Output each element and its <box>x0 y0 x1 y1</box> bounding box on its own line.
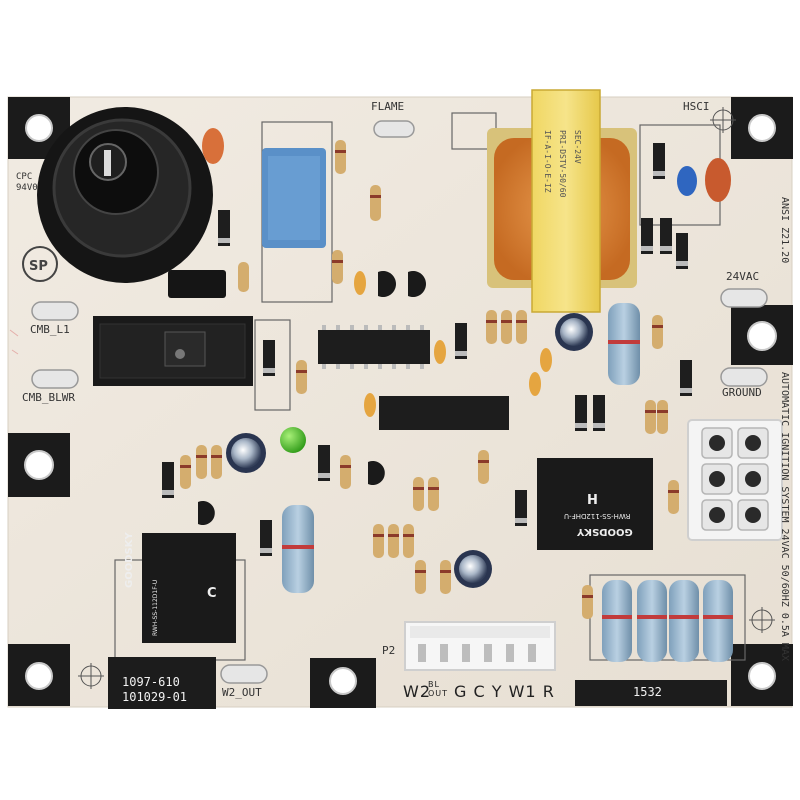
relay-cmb <box>93 316 253 386</box>
label-ground: GROUND <box>722 386 762 399</box>
label-24vac: 24VAC <box>726 270 760 283</box>
label-w2-out: W2_OUT <box>222 686 262 699</box>
label-ansi: ANSI Z21.20 <box>779 197 790 264</box>
svg-text:SP: SP <box>29 259 48 274</box>
label-cpc: CPC 94V0 <box>16 172 38 193</box>
relay-h-model: RWH-SS-112DHF-U <box>564 512 631 520</box>
relay-h <box>537 458 653 550</box>
label-cmb-blwr: CMB_BLWR <box>22 391 75 404</box>
relay-c <box>142 533 236 643</box>
relay-h-letter: H <box>587 493 598 508</box>
connector-letter-bl-out: BL OUT <box>428 680 449 698</box>
part-number-label: 1097-610 101029-01 <box>108 657 216 709</box>
label-p2: P2 <box>382 644 396 657</box>
connector-letter-w2: W2 <box>403 682 431 701</box>
label-hsci: HSCI <box>683 100 710 113</box>
part-number-line-2: 101029-01 <box>122 690 188 704</box>
pressure-port-connector <box>37 107 226 298</box>
relay-c-brand: GOODSKY <box>124 532 135 588</box>
label-rating: AUTOMATIC IGNITION SYSTEM 24VAC 50/60HZ … <box>779 372 790 661</box>
six-pin-connector <box>687 419 783 541</box>
code-label-text: 1532 <box>633 685 662 699</box>
relay-h-brand: GOODSKY <box>577 526 633 537</box>
svg-text:SEC-24V: SEC-24V <box>573 130 582 164</box>
relay-c-model: RWH-SS-112D1F-U <box>152 579 159 636</box>
p2-connector <box>404 621 556 671</box>
svg-text:IF-A-I-O-E-IZ: IF-A-I-O-E-IZ <box>543 130 552 193</box>
label-cmb-l1: CMB_L1 <box>30 323 70 336</box>
label-flame: FLAME <box>371 100 405 113</box>
part-number-line-1: 1097-610 <box>122 675 180 689</box>
svg-text:PRI-DSTV-50/60: PRI-DSTV-50/60 <box>558 130 567 198</box>
transformer: IF-A-I-O-E-IZ PRI-DSTV-50/60 SEC-24V <box>487 89 637 313</box>
connector-letters: G C Y W1 R <box>454 682 555 701</box>
relay-c-letter: C <box>207 586 217 601</box>
code-label: 1532 <box>575 680 727 706</box>
